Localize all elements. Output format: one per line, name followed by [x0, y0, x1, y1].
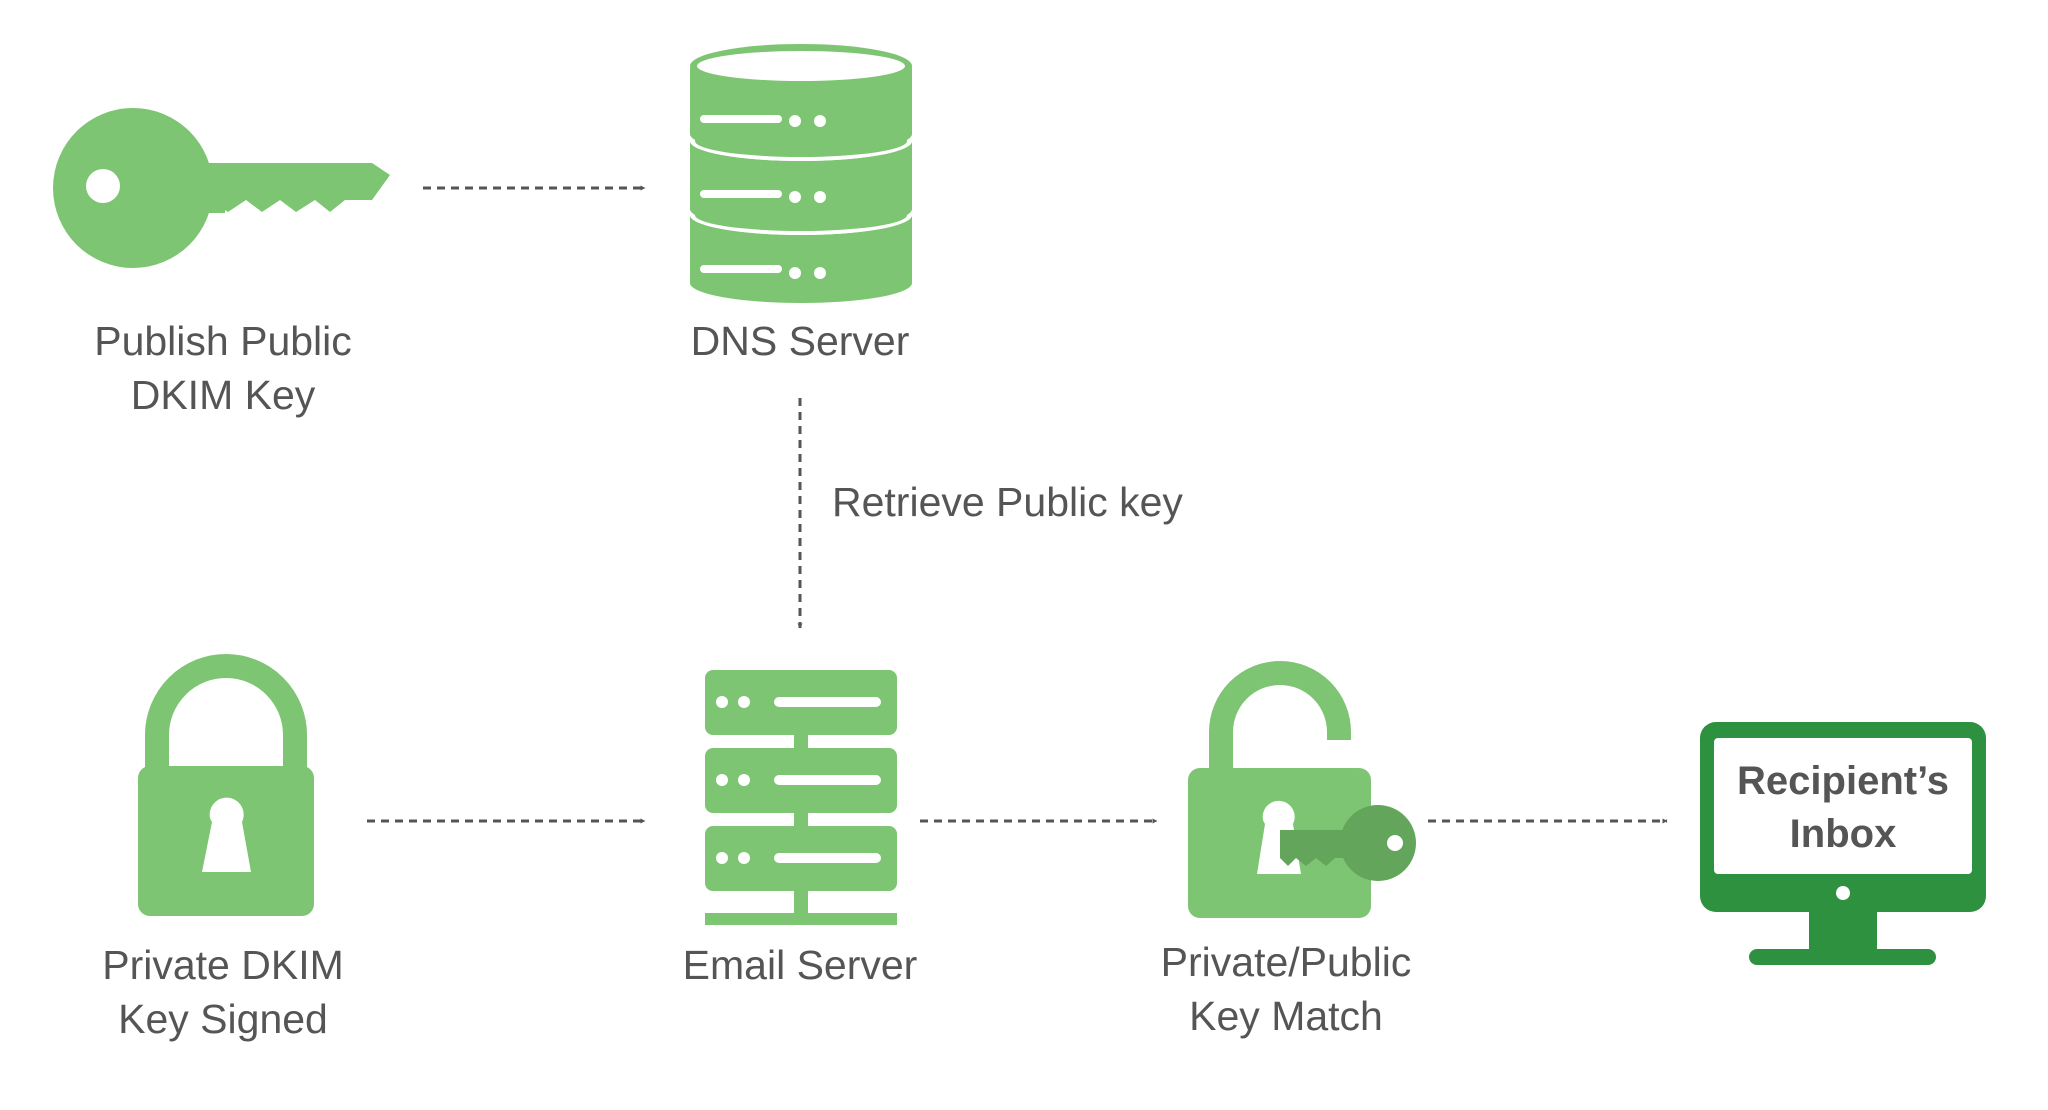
label-line: Key Match [1189, 993, 1383, 1039]
label-line: Inbox [1789, 812, 1897, 856]
label-line: DNS Server [690, 318, 910, 364]
monitor-icon [1700, 722, 1986, 965]
node-label-email-server: Email Server [683, 938, 918, 992]
lock-icon [138, 654, 314, 916]
label-line: Publish Public [94, 318, 352, 364]
node-label-publish-key: Publish Public DKIM Key [94, 314, 352, 422]
server-rack-icon [705, 670, 897, 925]
label-line: Private DKIM [102, 942, 344, 988]
label-line: DKIM Key [130, 372, 316, 418]
node-label-key-match: Private/Public Key Match [1161, 935, 1412, 1043]
label-line: Email Server [682, 942, 918, 988]
unlocked-padlock-with-key-icon [1188, 661, 1416, 918]
label-line: Recipient’s [1737, 759, 1949, 803]
label-line: Retrieve Public key [832, 479, 1183, 525]
label-line: Key Signed [118, 996, 328, 1042]
monitor-screen-label: Recipient’s Inbox [1737, 755, 1949, 861]
arrows [367, 185, 1668, 824]
label-line: Private/Public [1160, 939, 1412, 985]
node-label-private-key: Private DKIM Key Signed [102, 938, 344, 1046]
edge-label-retrieve-public-key: Retrieve Public key [832, 475, 1183, 529]
node-label-dns-server: DNS Server [691, 314, 910, 368]
key-icon [53, 108, 390, 268]
database-icon [690, 44, 912, 303]
